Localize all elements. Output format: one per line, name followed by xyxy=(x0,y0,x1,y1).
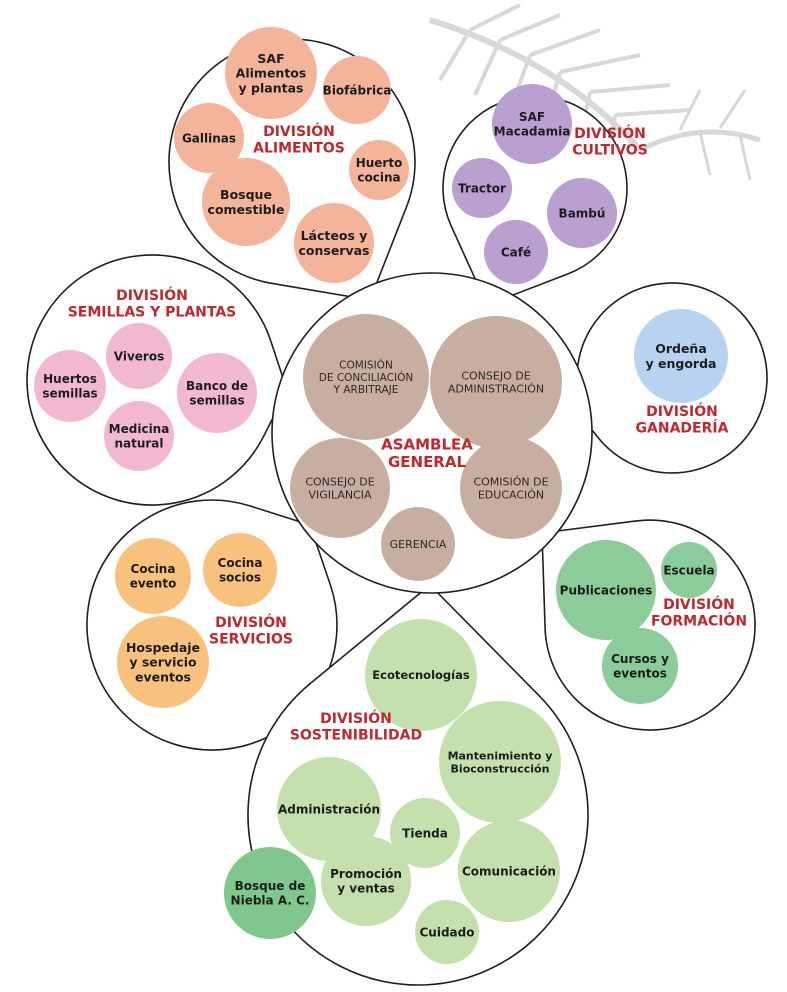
node-cafe-label: Café xyxy=(501,245,531,259)
node-publicaciones-label: Publicaciones xyxy=(560,583,653,597)
node-cursos xyxy=(602,628,678,704)
node-cocina-evento xyxy=(115,538,191,614)
node-cuidado xyxy=(415,900,479,964)
node-administracion-sost-label: Administración xyxy=(278,802,380,816)
node-cuidado-label: Cuidado xyxy=(420,925,475,939)
council-gerencia xyxy=(381,507,455,581)
node-escuela xyxy=(661,542,717,598)
node-administracion-sost xyxy=(277,757,381,861)
node-tienda-label: Tienda xyxy=(402,826,448,840)
node-comunicacion-label: Comunicación xyxy=(462,864,556,878)
node-hospedaje xyxy=(117,616,209,708)
node-comunicacion xyxy=(458,820,560,922)
node-promocion xyxy=(321,836,411,926)
node-biofabrica-label: Biofábrica xyxy=(323,83,392,97)
node-huertos-semillas xyxy=(34,350,106,422)
node-gallinas-label: Gallinas xyxy=(182,131,236,145)
node-ecotecnologias xyxy=(365,619,477,731)
node-saf-macadamia xyxy=(492,84,572,164)
node-bosque-niebla xyxy=(224,847,316,939)
node-tractor xyxy=(452,158,512,218)
council-conciliacion xyxy=(303,314,429,440)
node-huerto-cocina xyxy=(349,140,409,200)
node-bambu-label: Bambú xyxy=(559,206,606,220)
node-viveros-label: Viveros xyxy=(114,349,164,363)
council-gerencia-label: GERENCIA xyxy=(390,538,447,551)
node-tienda xyxy=(390,798,460,868)
node-biofabrica xyxy=(323,56,391,124)
council-administracion xyxy=(430,316,562,448)
node-banco-semillas xyxy=(177,353,257,433)
node-ecotecnologias-label: Ecotecnologías xyxy=(372,668,470,682)
node-escuela-label: Escuela xyxy=(663,563,714,577)
node-viveros xyxy=(106,323,172,389)
node-ordena xyxy=(634,309,728,403)
node-cocina-socios xyxy=(203,533,277,607)
node-bambu xyxy=(547,178,617,248)
node-saf-alimentos xyxy=(225,27,317,119)
node-cafe xyxy=(484,220,548,284)
node-medicina-natural xyxy=(104,401,174,471)
council-educacion xyxy=(460,437,562,539)
council-vigilancia xyxy=(290,438,390,538)
node-mantenimiento xyxy=(439,701,561,823)
node-publicaciones xyxy=(556,540,656,640)
node-tractor-label: Tractor xyxy=(458,181,506,195)
node-gallinas xyxy=(174,103,244,173)
fern-watermark-icon xyxy=(429,3,761,181)
node-lacteos xyxy=(294,203,374,283)
node-bosque-comestible xyxy=(202,158,290,246)
